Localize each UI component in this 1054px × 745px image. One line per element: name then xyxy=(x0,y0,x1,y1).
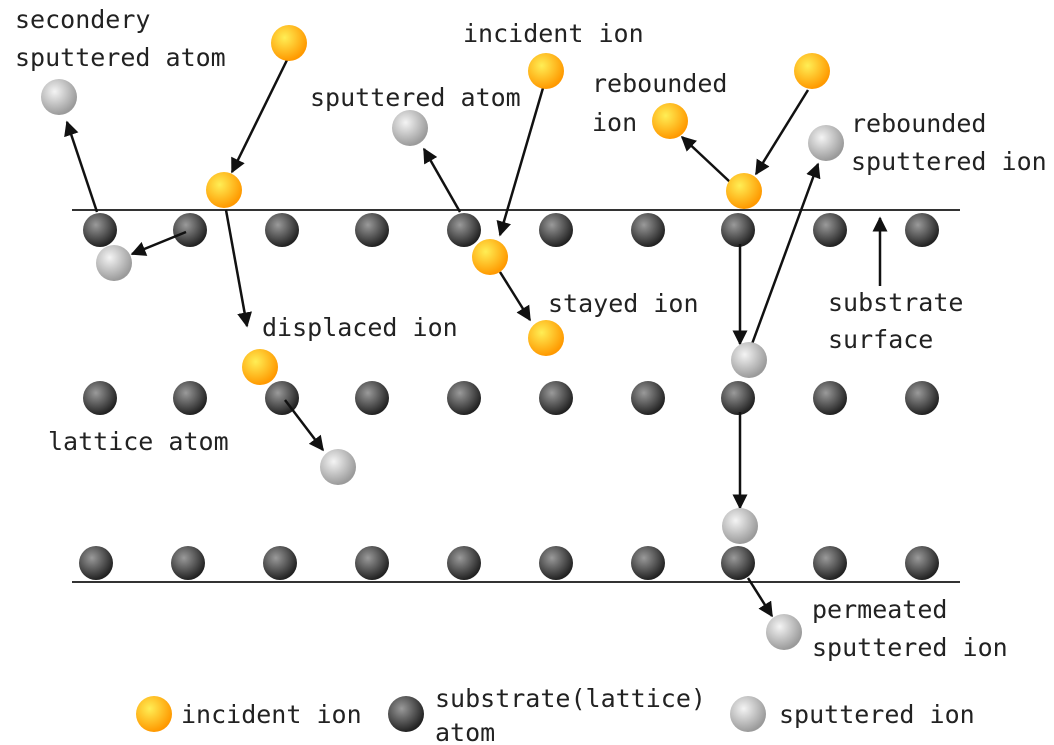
lattice-row-2 xyxy=(83,381,939,415)
permeated-sputtered-ion xyxy=(766,614,802,650)
sputtered-atom xyxy=(392,110,428,146)
substrate-atom xyxy=(721,213,755,247)
label-stayed-ion: stayed ion xyxy=(548,289,699,318)
substrate-atom xyxy=(631,213,665,247)
sputtered-particles xyxy=(41,79,844,650)
secondary-sputtered-atom xyxy=(41,79,77,115)
substrate-atom xyxy=(263,546,297,580)
legend-substrate-atom-icon xyxy=(388,696,424,732)
arrow-displaced xyxy=(224,209,252,328)
displaced-ion xyxy=(242,349,278,385)
arrow-stayed xyxy=(498,271,532,322)
label-rebounded-sputtered-line2: sputtered ion xyxy=(851,147,1047,176)
substrate-atom xyxy=(171,546,205,580)
lattice-row-3 xyxy=(79,546,939,580)
arrow-incident-2 xyxy=(496,87,545,237)
substrate-atom xyxy=(905,381,939,415)
label-permeated-line2: sputtered ion xyxy=(812,633,1008,662)
label-rebounded-sputtered-line1: rebounded xyxy=(851,109,986,138)
arrow-secondary-sputtered xyxy=(64,120,99,213)
label-lattice-atom: lattice atom xyxy=(48,427,229,456)
legend-sputtered-ion-label: sputtered ion xyxy=(779,700,975,729)
rebounded-sputtered-ion xyxy=(808,125,844,161)
substrate-atom xyxy=(173,213,207,247)
legend: incident ion substrate(lattice) atom spu… xyxy=(136,684,975,745)
arrow-sputtered-atom xyxy=(422,147,462,213)
substrate-atom xyxy=(83,213,117,247)
lattice-row-1 xyxy=(83,213,939,247)
label-substrate-surface-line2: surface xyxy=(828,325,933,354)
substrate-atom xyxy=(813,381,847,415)
substrate-atom xyxy=(79,546,113,580)
label-displaced-ion: displaced ion xyxy=(262,313,458,342)
substrate-atom xyxy=(355,213,389,247)
substrate-atom xyxy=(447,381,481,415)
rebounded-ion xyxy=(652,103,688,139)
legend-sputtered-ion-icon xyxy=(730,696,766,732)
substrate-atom xyxy=(539,546,573,580)
legend-incident-ion-icon xyxy=(136,696,172,732)
substrate-atom xyxy=(631,546,665,580)
substrate-atom xyxy=(905,546,939,580)
substrate-atom xyxy=(539,213,573,247)
arrow-displaced-recoil xyxy=(284,399,324,452)
substrate-atom xyxy=(721,381,755,415)
legend-substrate-atom-label-line2: atom xyxy=(435,718,495,745)
substrate-atom xyxy=(721,546,755,580)
recoil-atom xyxy=(96,245,132,281)
substrate-atom xyxy=(83,381,117,415)
substrate-atom xyxy=(355,381,389,415)
sputtered-ion xyxy=(722,508,758,544)
label-rebounded-line1: rebounded xyxy=(592,69,727,98)
substrate-atom xyxy=(813,213,847,247)
substrate-atom xyxy=(355,546,389,580)
incident-ion xyxy=(271,25,307,61)
substrate-atom xyxy=(905,213,939,247)
label-permeated-line1: permeated xyxy=(812,595,947,624)
legend-substrate-atom-label-line1: substrate(lattice) xyxy=(435,684,706,713)
sputtered-ion xyxy=(320,449,356,485)
label-secondary-line2: sputtered atom xyxy=(15,43,226,72)
substrate-atom xyxy=(447,546,481,580)
incident-ion xyxy=(726,173,762,209)
stayed-ion xyxy=(528,320,564,356)
substrate-atom xyxy=(447,213,481,247)
substrate-atom xyxy=(265,213,299,247)
substrate-atom xyxy=(173,381,207,415)
arrow-permeated xyxy=(746,577,774,618)
substrate-atom xyxy=(813,546,847,580)
label-secondary-line1: secondery xyxy=(15,5,150,34)
substrate-atom xyxy=(539,381,573,415)
arrow-incident-1 xyxy=(230,59,289,174)
arrow-rebounded-sputtered xyxy=(750,162,821,345)
arrow-incident-3 xyxy=(754,89,810,176)
label-incident-ion: incident ion xyxy=(463,19,644,48)
incident-ion xyxy=(472,239,508,275)
incident-ion xyxy=(528,53,564,89)
labels: secondery sputtered atom sputtered atom … xyxy=(15,5,1047,662)
arrow-lattice-to-recoil xyxy=(130,230,187,256)
label-sputtered-atom: sputtered atom xyxy=(310,83,521,112)
incident-ion xyxy=(206,172,242,208)
substrate-atom xyxy=(631,381,665,415)
legend-incident-ion-label: incident ion xyxy=(181,700,362,729)
label-substrate-surface-line1: substrate xyxy=(828,288,963,317)
incident-ion xyxy=(794,53,830,89)
label-rebounded-line2: ion xyxy=(592,108,637,137)
trajectory-arrows xyxy=(64,59,888,618)
incident-ions xyxy=(206,25,830,385)
sputtered-ion xyxy=(731,342,767,378)
arrow-rebounded-ion xyxy=(680,135,731,183)
